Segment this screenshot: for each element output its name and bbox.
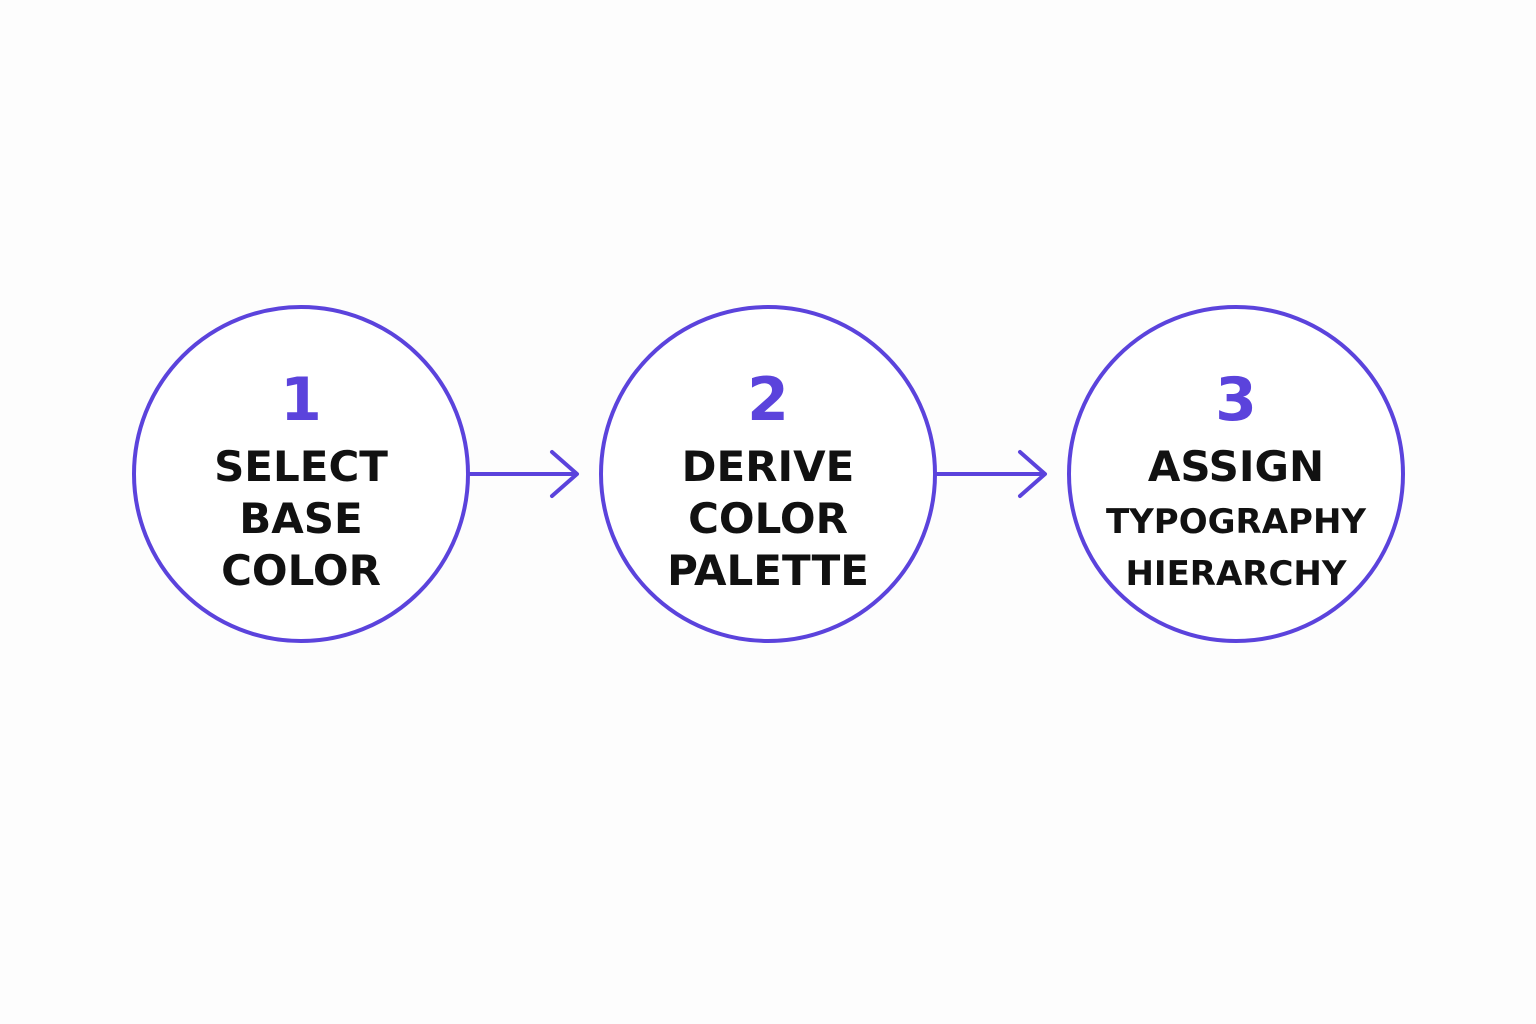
step-label: DERIVE COLOR PALETTE bbox=[667, 442, 869, 595]
step-label: SELECT BASE COLOR bbox=[214, 442, 388, 595]
step-number: 2 bbox=[747, 365, 789, 435]
step-number: 3 bbox=[1215, 365, 1257, 435]
step-label: ASSIGN TYPOGRAPHY HIERARCHY bbox=[1106, 441, 1366, 600]
step-1-circle: 1 SELECT BASE COLOR bbox=[132, 305, 470, 643]
step-number: 1 bbox=[280, 365, 322, 435]
arrow-right-icon bbox=[468, 450, 579, 498]
step-3-circle: 3 ASSIGN TYPOGRAPHY HIERARCHY bbox=[1067, 305, 1405, 643]
arrow-right-icon bbox=[935, 450, 1047, 498]
step-2-circle: 2 DERIVE COLOR PALETTE bbox=[599, 305, 937, 643]
step-label-line: TYPOGRAPHY HIERARCHY bbox=[1105, 502, 1367, 594]
step-label-line: ASSIGN bbox=[1147, 442, 1325, 491]
